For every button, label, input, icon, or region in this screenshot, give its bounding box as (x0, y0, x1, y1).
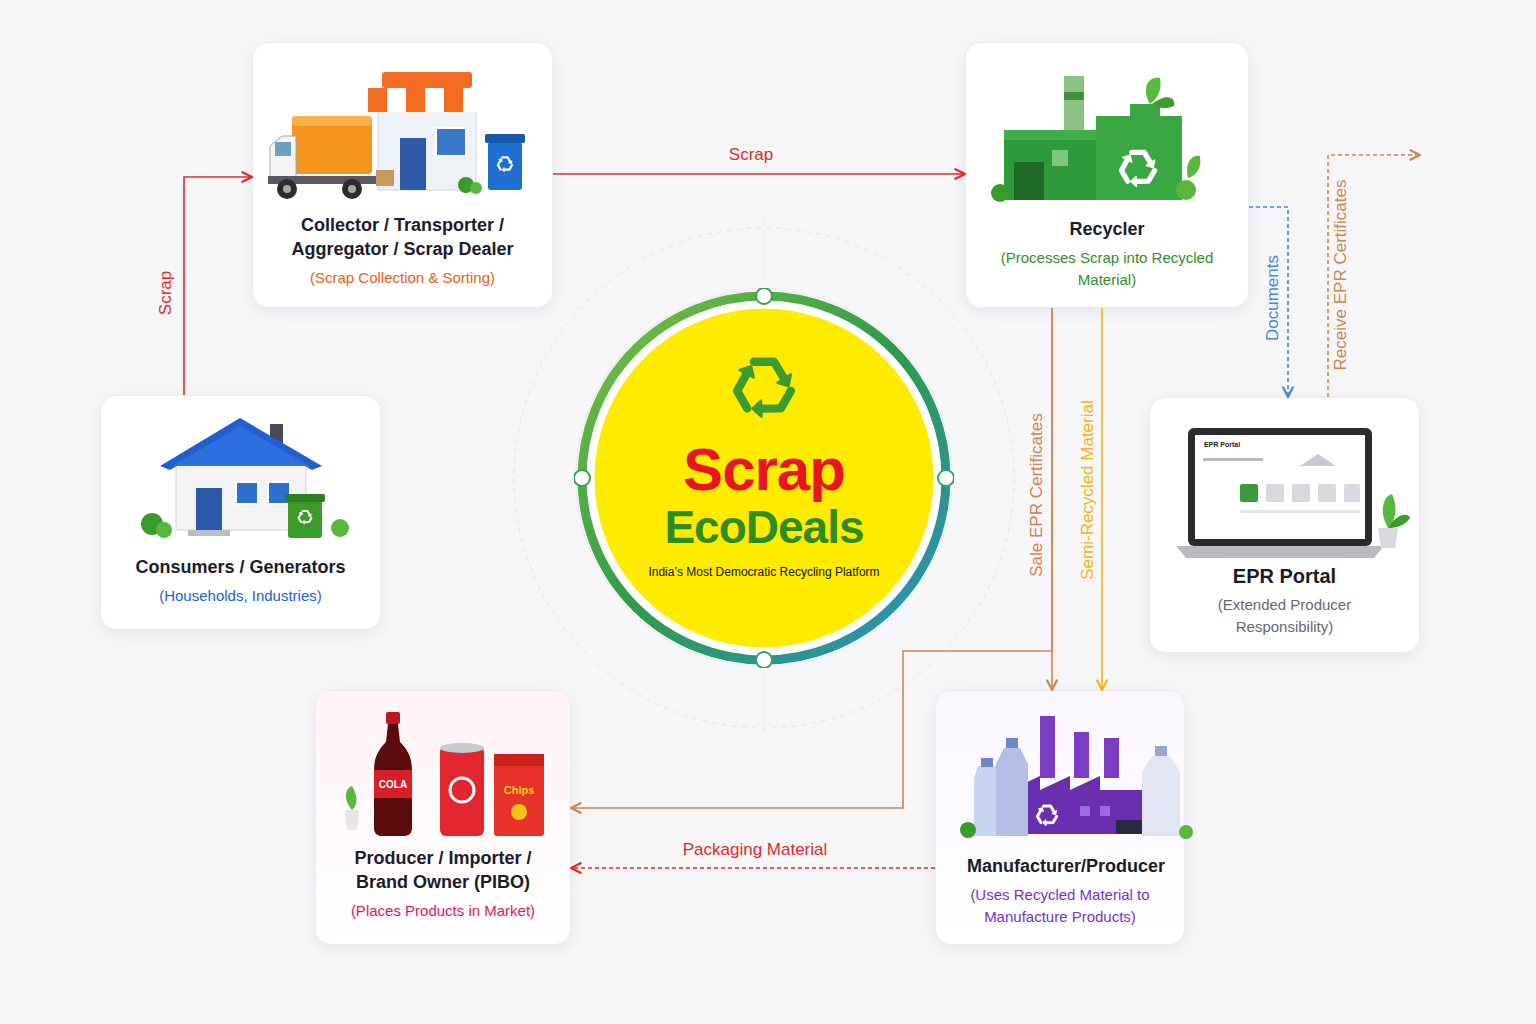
flow-connector (553, 173, 965, 175)
node-subtitle: (Extended Producer Responsibility) (1185, 594, 1385, 638)
consumer-card: Consumers / Generators (Households, Indus… (100, 395, 381, 630)
box-label: Chips (504, 784, 535, 796)
node-title: EPR Portal (1233, 564, 1336, 588)
background-guide (514, 228, 1014, 728)
background-guide (764, 215, 765, 285)
node-subtitle: (Places Products in Market) (351, 900, 535, 922)
producer-card: Producer / Importer / Brand Owner (PIBO)… (315, 690, 571, 945)
brand-word: Scrap (683, 438, 845, 502)
flow-connector (184, 177, 252, 395)
platform-circle: ScrapEcoDealsIndia’s Most Democratic Rec… (574, 288, 954, 668)
circle-ring (582, 296, 946, 660)
tagline: India’s Most Democratic Recycling Platfo… (614, 564, 914, 580)
node-title: Manufacturer/Producer (967, 854, 1153, 878)
brand-word: EcoDeals (664, 502, 863, 552)
screen-title: EPR Portal (1204, 441, 1240, 448)
node-subtitle: (Households, Industries) (159, 585, 322, 607)
connector-label: Receive EPR Certificates (1331, 180, 1351, 371)
node-subtitle: (Uses Recycled Material to Manufacture P… (967, 884, 1153, 928)
connector-label: Scrap (156, 271, 176, 315)
ring-dot (756, 652, 772, 668)
node-subtitle: (Processes Scrap into Recycled Material) (992, 247, 1222, 291)
circle-fill (593, 307, 935, 649)
connector-label: Semi-Recycled Material (1078, 400, 1098, 580)
connector-label: Packaging Material (683, 840, 828, 860)
node-title: Collector / Transporter / Aggregator / S… (268, 213, 538, 261)
ring-dot (938, 470, 954, 486)
portal-card: EPR Portal (Extended Producer Responsibil… (1149, 397, 1420, 653)
node-title: Producer / Importer / Brand Owner (PIBO) (327, 846, 559, 894)
flow-connector (1101, 308, 1103, 690)
ring-dot (756, 288, 772, 304)
connector-label: Scrap (729, 145, 773, 165)
flow-connector (571, 867, 935, 869)
background-guide (514, 215, 1014, 735)
flow-connector (571, 308, 1052, 808)
collector-card: Collector / Transporter / Aggregator / S… (252, 42, 553, 308)
ring-dot (574, 470, 590, 486)
circle-halo (576, 290, 952, 666)
background-guide (764, 672, 765, 735)
recycler-card: Recycler (Processes Scrap into Recycled M… (965, 42, 1249, 308)
connector-label: Documents (1263, 255, 1283, 341)
bottle-label: COLA (379, 779, 407, 790)
flow-connector (1249, 207, 1288, 397)
node-title: Consumers / Generators (135, 555, 345, 579)
manufacturer-card: Manufacturer/Producer (Uses Recycled Mate… (935, 690, 1185, 945)
flow-connector (1051, 308, 1053, 690)
node-title: Recycler (1069, 217, 1144, 241)
connector-label: Sale EPR Certificates (1027, 413, 1047, 576)
flow-connector (1328, 155, 1420, 397)
node-subtitle: (Scrap Collection & Sorting) (310, 267, 495, 289)
